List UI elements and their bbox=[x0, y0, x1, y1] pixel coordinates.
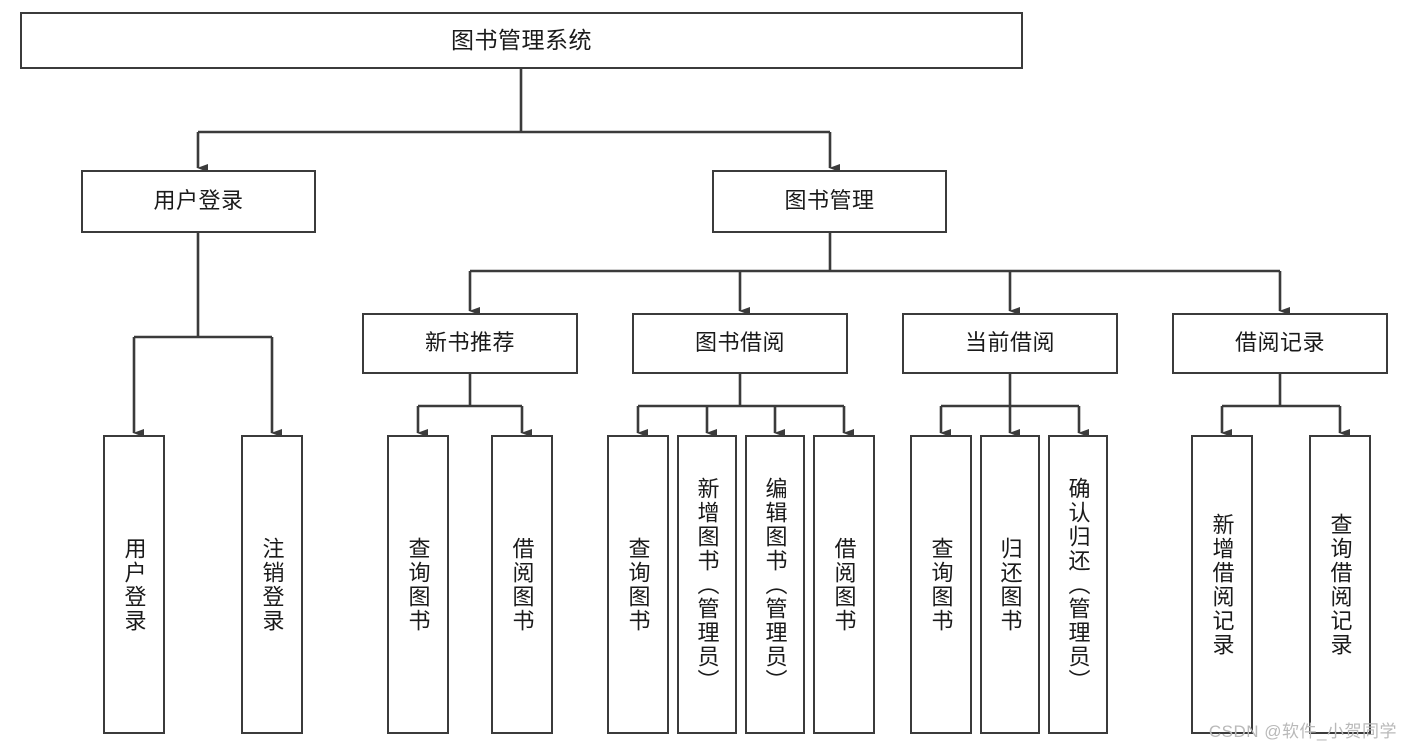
node-label: 图书管理 bbox=[784, 188, 875, 214]
node-label: 新书推荐 bbox=[424, 330, 515, 356]
leaf-borrow-edit-book-admin[interactable]: 编辑图书（管理员） bbox=[745, 435, 805, 734]
leaf-current-confirm-return-admin[interactable]: 确认归还（管理员） bbox=[1048, 435, 1108, 734]
node-label: 借阅记录 bbox=[1234, 330, 1325, 356]
node-label: 查询图书 bbox=[405, 536, 431, 633]
node-label: 用户登录 bbox=[121, 536, 147, 633]
node-label: 当前借阅 bbox=[964, 330, 1055, 356]
leaf-user-login-login[interactable]: 用户登录 bbox=[103, 435, 165, 734]
node-label: 注销登录 bbox=[259, 536, 285, 633]
node-user-login[interactable]: 用户登录 bbox=[81, 170, 316, 233]
node-current-borrow[interactable]: 当前借阅 bbox=[902, 313, 1118, 374]
watermark-text: CSDN @软件_小贺同学 bbox=[1208, 722, 1397, 741]
node-borrow-record[interactable]: 借阅记录 bbox=[1172, 313, 1388, 374]
node-book-management[interactable]: 图书管理 bbox=[712, 170, 947, 233]
leaf-record-add-record[interactable]: 新增借阅记录 bbox=[1191, 435, 1253, 734]
node-label: 新增图书（管理员） bbox=[694, 476, 720, 693]
leaf-recommend-query-book[interactable]: 查询图书 bbox=[387, 435, 449, 734]
leaf-borrow-query-book[interactable]: 查询图书 bbox=[607, 435, 669, 734]
node-label: 借阅图书 bbox=[831, 536, 857, 633]
node-root-system[interactable]: 图书管理系统 bbox=[20, 12, 1023, 69]
node-label: 用户登录 bbox=[153, 188, 244, 214]
leaf-record-query-record[interactable]: 查询借阅记录 bbox=[1309, 435, 1371, 734]
node-label: 编辑图书（管理员） bbox=[762, 476, 788, 693]
leaf-current-return-book[interactable]: 归还图书 bbox=[980, 435, 1040, 734]
node-label: 图书借阅 bbox=[694, 330, 785, 356]
leaf-borrow-borrow-book[interactable]: 借阅图书 bbox=[813, 435, 875, 734]
node-label: 图书管理系统 bbox=[451, 26, 592, 53]
node-label: 确认归还（管理员） bbox=[1065, 476, 1091, 693]
node-label: 查询图书 bbox=[625, 536, 651, 633]
node-label: 借阅图书 bbox=[509, 536, 535, 633]
node-book-borrow[interactable]: 图书借阅 bbox=[632, 313, 848, 374]
leaf-borrow-add-book-admin[interactable]: 新增图书（管理员） bbox=[677, 435, 737, 734]
node-label: 归还图书 bbox=[997, 536, 1023, 633]
leaf-user-login-logout[interactable]: 注销登录 bbox=[241, 435, 303, 734]
node-label: 查询借阅记录 bbox=[1327, 512, 1353, 657]
leaf-current-query-book[interactable]: 查询图书 bbox=[910, 435, 972, 734]
node-new-book-recommend[interactable]: 新书推荐 bbox=[362, 313, 578, 374]
node-label: 新增借阅记录 bbox=[1209, 512, 1235, 657]
node-label: 查询图书 bbox=[928, 536, 954, 633]
leaf-recommend-borrow-book[interactable]: 借阅图书 bbox=[491, 435, 553, 734]
